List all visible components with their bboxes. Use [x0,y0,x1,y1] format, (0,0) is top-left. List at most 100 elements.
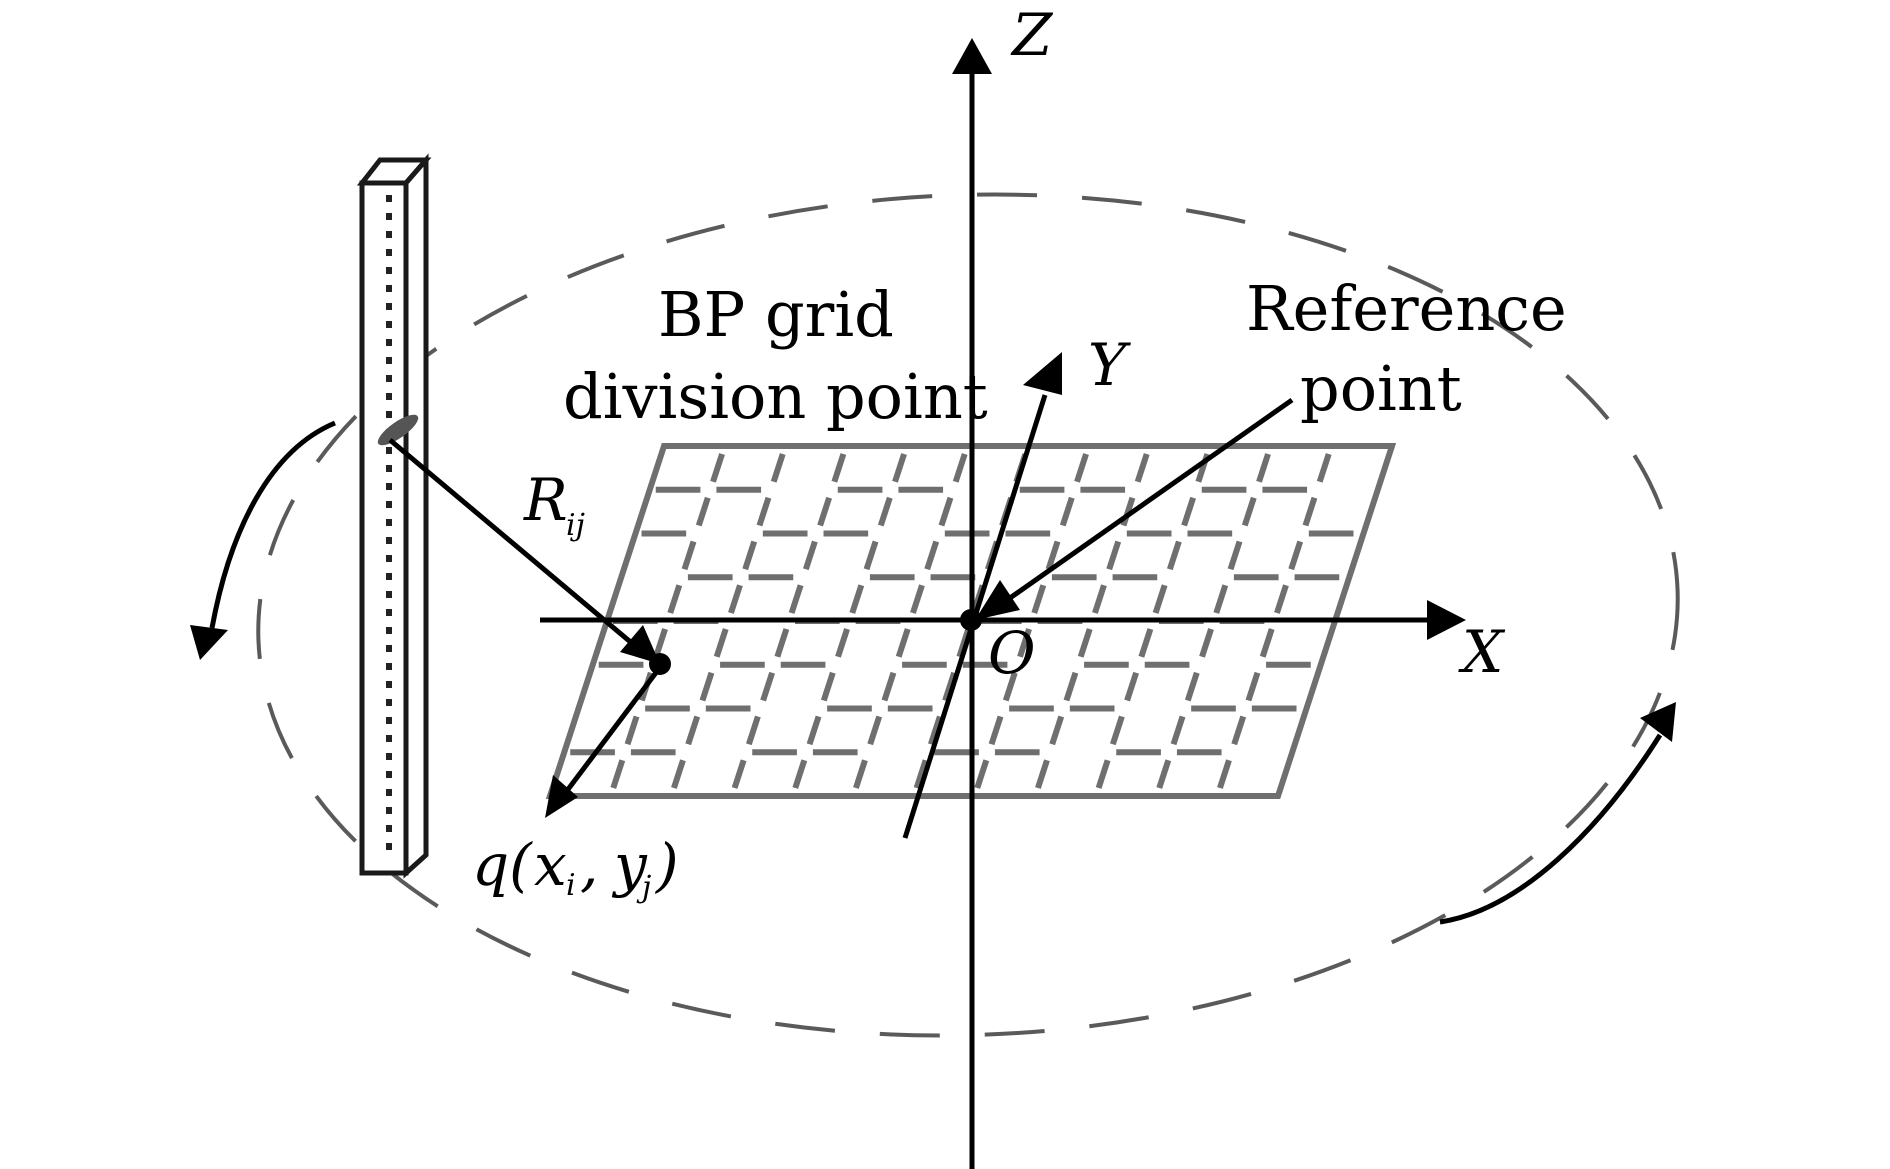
grid-division-v [792,759,808,789]
grid-division-v [1316,453,1332,483]
grid-division-v [685,715,701,746]
reference-point-label-line2: point [1300,352,1462,425]
grid-division-v [1017,628,1032,658]
rotation-arrow-left-head-icon [190,625,228,660]
y-axis-label: Y [1088,331,1131,399]
antenna-phase-center [377,414,419,446]
grid-division-v [1106,540,1122,571]
grid-division-v [1245,671,1261,702]
x-axis-label: X [1458,618,1506,686]
rotation-trajectory-ellipse [256,192,1680,1038]
grid-division-v [974,759,990,789]
bp-grid-outline [545,443,1397,799]
z-axis-label: Z [1010,1,1054,69]
grid-division-v [881,671,897,702]
range-vector-line [388,438,642,652]
grid-division-v [1184,671,1200,702]
grid-division-v [1059,496,1075,527]
grid-division-v [1134,453,1150,483]
grid-division-v [849,584,865,614]
grid-division-v [853,759,868,789]
y-axis-arrowhead-icon [1023,352,1062,395]
grid-division-v [1035,759,1050,789]
origin-point [960,609,982,631]
grid-point-label-y: y [611,831,648,899]
grid-division-v [1241,496,1257,527]
grid-division-v [942,671,957,702]
rotation-arrow-right-head-icon [1640,702,1676,742]
grid-division-v [863,540,879,571]
rotation-arrow-left-icon [209,420,336,629]
grid-division-v [835,628,850,658]
grid-division-v [1217,759,1232,789]
grid-division-v [788,584,804,614]
grid-point-label-close: ) [654,831,679,899]
grid-division-v [1138,628,1154,658]
grid-division-v [731,759,747,789]
grid-division-v [770,453,786,483]
grid-division-v [1199,628,1214,658]
range-label: R [523,466,568,534]
reference-point-label-line1: Reference [1246,272,1567,345]
grid-division-v [624,715,640,746]
grid-division-v [803,540,818,571]
bp-grid-label-line1: BP grid [658,278,894,351]
grid-point-label-comma: , [580,831,598,899]
grid-division-v [667,584,683,614]
grid-division-v [1259,628,1275,658]
grid-division-v [952,453,968,483]
grid-division-v [1256,453,1271,483]
grid-division-v [713,628,729,658]
grid-division-v [1274,584,1289,614]
grid-division-v [699,671,715,702]
grid-division-v [910,584,925,614]
grid-division-v [1227,540,1243,571]
origin-label: O [988,619,1036,687]
grid-division-v [1152,584,1168,614]
grid-division-v [1170,715,1186,746]
grid-division-v [1302,496,1318,527]
grid-point-q [649,653,671,675]
x-axis-arrowhead-icon [1427,600,1466,640]
range-label-subscript: ij [566,508,585,543]
grid-point-label-x: x [534,831,567,899]
grid-division-v [653,628,668,658]
grid-division-v [1156,759,1172,789]
grid-division-v [1181,496,1196,527]
grid-division-v [924,540,940,571]
grid-division-v [1002,671,1018,702]
grid-division-v [728,584,743,614]
grid-division-v [867,715,883,746]
grid-point-label-q: q( [472,831,533,899]
grid-division-v [746,715,761,746]
grid-division-v [895,628,911,658]
grid-division-v [1124,671,1139,702]
grid-division-v [1045,540,1061,571]
grid-division-v [610,759,626,789]
grid-point-label-i: i [566,868,576,903]
grid-division-v [817,496,832,527]
grid-point-pointer-arrowhead-icon [545,775,578,818]
grid-division-v [938,496,954,527]
grid-division-v [1077,628,1093,658]
grid-point-pointer [558,668,660,802]
grid-division-v [671,759,686,789]
grid-division-v [1092,584,1107,614]
z-axis-arrowhead-icon [952,38,992,74]
grid-division-v [756,496,772,527]
rotation-arrow-right-icon [1439,733,1663,925]
grid-division-v [956,628,972,658]
grid-division-v [1049,715,1065,746]
grid-division-v [742,540,758,571]
grid-division-v [820,671,836,702]
grid-division-v [1213,584,1229,614]
grid-division-v [892,453,907,483]
grid-division-v [928,715,943,746]
grid-division-v [806,715,822,746]
grid-point-label: q( x i , y j ) [472,831,679,905]
antenna-tower [356,153,432,879]
reference-point-arrowhead-icon [975,580,1020,620]
grid-division-v [1231,715,1247,746]
grid-division-v [1095,759,1111,789]
